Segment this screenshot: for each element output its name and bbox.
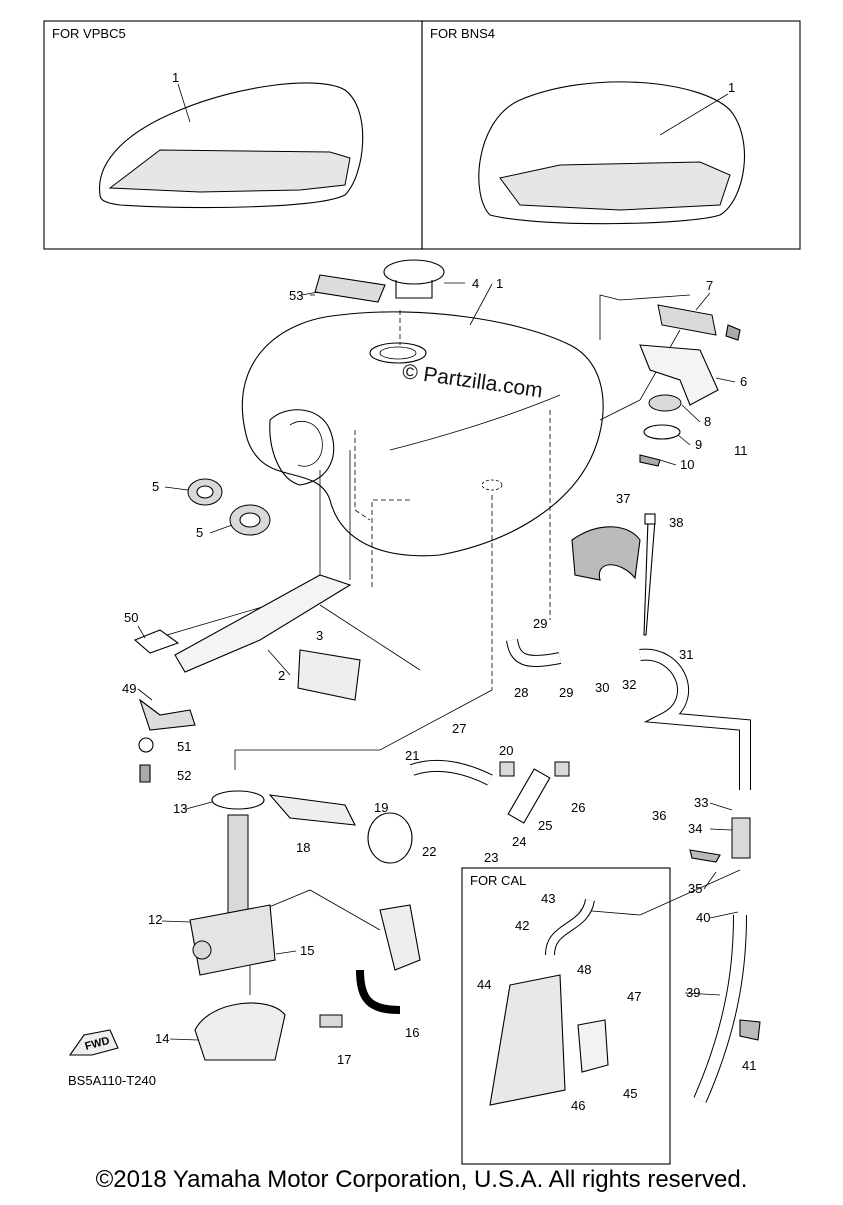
parts-14-16-17 [194, 904, 421, 1061]
part-label: 44 [477, 977, 491, 992]
part-label: 23 [484, 850, 498, 865]
for-cal-header: FOR CAL [470, 873, 526, 888]
part-label: 29 [533, 616, 547, 631]
parts-37-38 [571, 513, 656, 636]
part-label: 3 [316, 628, 323, 643]
part-label: 26 [571, 800, 585, 815]
inset-bns4: FOR BNS4 1 [421, 20, 801, 250]
part-label: 34 [688, 821, 702, 836]
parts-33-41 [689, 817, 761, 1103]
part-label: 29 [559, 685, 573, 700]
part-label: 16 [405, 1025, 419, 1040]
part-label: 48 [577, 962, 591, 977]
part-label: 49 [122, 681, 136, 696]
parts-2-3-50 [133, 574, 361, 701]
part-label: 40 [696, 910, 710, 925]
part-label: 9 [695, 437, 702, 452]
part-label: 32 [622, 677, 636, 692]
part-label: 31 [679, 647, 693, 662]
copyright-footer: ©2018 Yamaha Motor Corporation, U.S.A. A… [95, 1166, 748, 1193]
part-label: 33 [694, 795, 708, 810]
hoses-21-27 [409, 759, 570, 824]
part-label: 11 [734, 443, 748, 458]
part-label: 17 [337, 1052, 351, 1067]
part-label: 42 [515, 918, 529, 933]
part-label: 10 [680, 457, 694, 472]
part-label: 6 [740, 374, 747, 389]
part-label: 18 [296, 840, 310, 855]
inset-part-label-bns4: 1 [728, 80, 735, 95]
part-number-labels: 1 2 3 4 5 5 6 7 8 9 10 11 12 13 14 15 16… [122, 276, 756, 1113]
part-label: 52 [177, 768, 191, 783]
diagram-code: BS5A110-T240 [68, 1073, 156, 1088]
part-label: 36 [652, 808, 666, 823]
part-4-fuel-cap [383, 259, 465, 299]
part-label: 22 [422, 844, 436, 859]
leader-lines [137, 283, 739, 1041]
part-label: 37 [616, 491, 630, 506]
part-label: 50 [124, 610, 138, 625]
fuel-filter [268, 794, 413, 864]
parts-49-51-52 [138, 698, 196, 783]
fuel-tank [241, 311, 604, 557]
part-label: 35 [688, 881, 702, 896]
part-5-grommets [187, 478, 271, 536]
part-label: 28 [514, 685, 528, 700]
part-label: 5 [196, 525, 203, 540]
part-label: 1 [496, 276, 503, 291]
part-label: 8 [704, 414, 711, 429]
part-label: 5 [152, 479, 159, 494]
inset-header-bns4: FOR BNS4 [430, 26, 495, 41]
pipes-28-32 [506, 638, 751, 790]
part-label: 39 [686, 985, 700, 1000]
part-label: 41 [742, 1058, 756, 1073]
part-label: 45 [623, 1086, 637, 1101]
part-label: 38 [669, 515, 683, 530]
part-label: 15 [300, 943, 314, 958]
part-label: 27 [452, 721, 466, 736]
part-label: 47 [627, 989, 641, 1004]
part-label: 19 [374, 800, 388, 815]
inset-vpbc5: FOR VPBC5 1 [43, 20, 423, 250]
part-label: 51 [177, 739, 191, 754]
for-cal-box: FOR CAL [461, 867, 671, 1165]
inset-header-vpbc5: FOR VPBC5 [52, 26, 126, 41]
part-label: 46 [571, 1098, 585, 1113]
bracket-assembly [639, 304, 741, 467]
part-label: 20 [499, 743, 513, 758]
part-label: 7 [706, 278, 713, 293]
part-label: 13 [173, 801, 187, 816]
fuel-pump-assembly [189, 790, 276, 976]
part-label: 30 [595, 680, 609, 695]
inset-part-label-vpbc5: 1 [172, 70, 179, 85]
part-label: 12 [148, 912, 162, 927]
part-53-label-sticker [310, 274, 386, 303]
part-label: 25 [538, 818, 552, 833]
part-label: 4 [472, 276, 479, 291]
part-label: 14 [155, 1031, 169, 1046]
fwd-arrow-icon: FWD [68, 1029, 119, 1056]
part-label: 21 [405, 748, 419, 763]
part-label: 53 [289, 288, 303, 303]
part-label: 2 [278, 668, 285, 683]
part-label: 24 [512, 834, 526, 849]
part-label: 43 [541, 891, 555, 906]
